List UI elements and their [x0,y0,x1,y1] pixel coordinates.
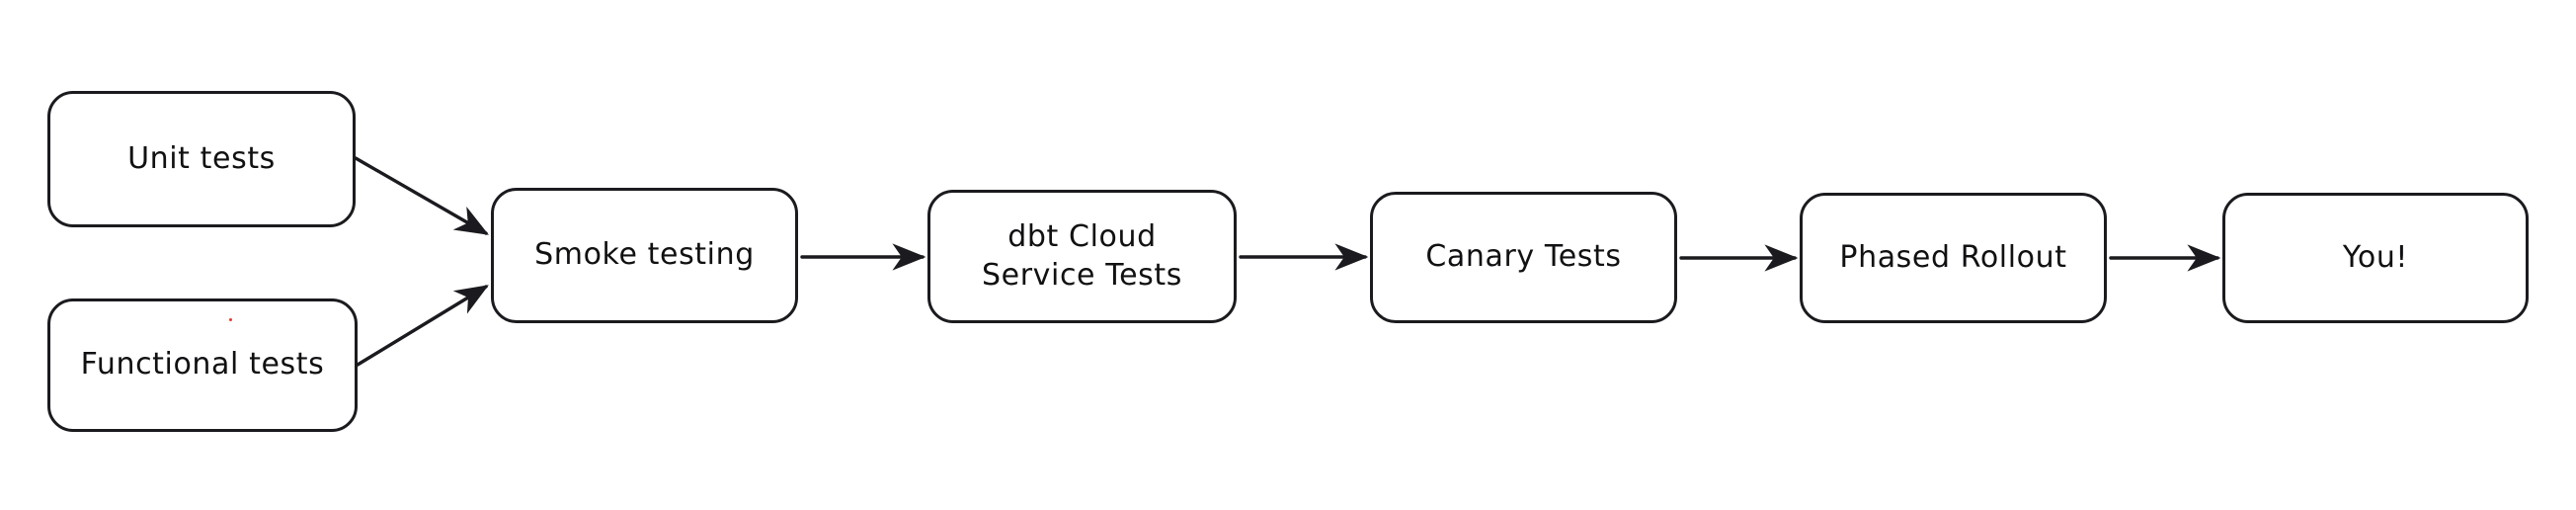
node-label-canary-tests: Canary Tests [1425,239,1622,275]
node-label-smoke-testing: Smoke testing [534,237,755,273]
stray-mark [229,318,232,321]
node-label-phased-rollout: Phased Rollout [1839,239,2067,275]
node-label-functional-tests: Functional tests [80,347,325,382]
edge-functional-to-smoke [356,285,489,367]
node-dbt-cloud-service-tests[interactable]: dbt Cloud Service Tests [927,190,1237,323]
edge-unit-to-smoke [354,156,489,235]
node-canary-tests[interactable]: Canary Tests [1370,192,1677,323]
node-label-dbt-cloud-service-tests: dbt Cloud Service Tests [982,219,1182,293]
node-smoke-testing[interactable]: Smoke testing [491,188,798,323]
node-you[interactable]: You! [2222,193,2529,323]
node-label-unit-tests: Unit tests [127,140,276,176]
node-label-you: You! [2342,239,2409,275]
node-functional-tests[interactable]: Functional tests [47,298,358,432]
node-phased-rollout[interactable]: Phased Rollout [1800,193,2107,323]
node-unit-tests[interactable]: Unit tests [47,91,356,227]
